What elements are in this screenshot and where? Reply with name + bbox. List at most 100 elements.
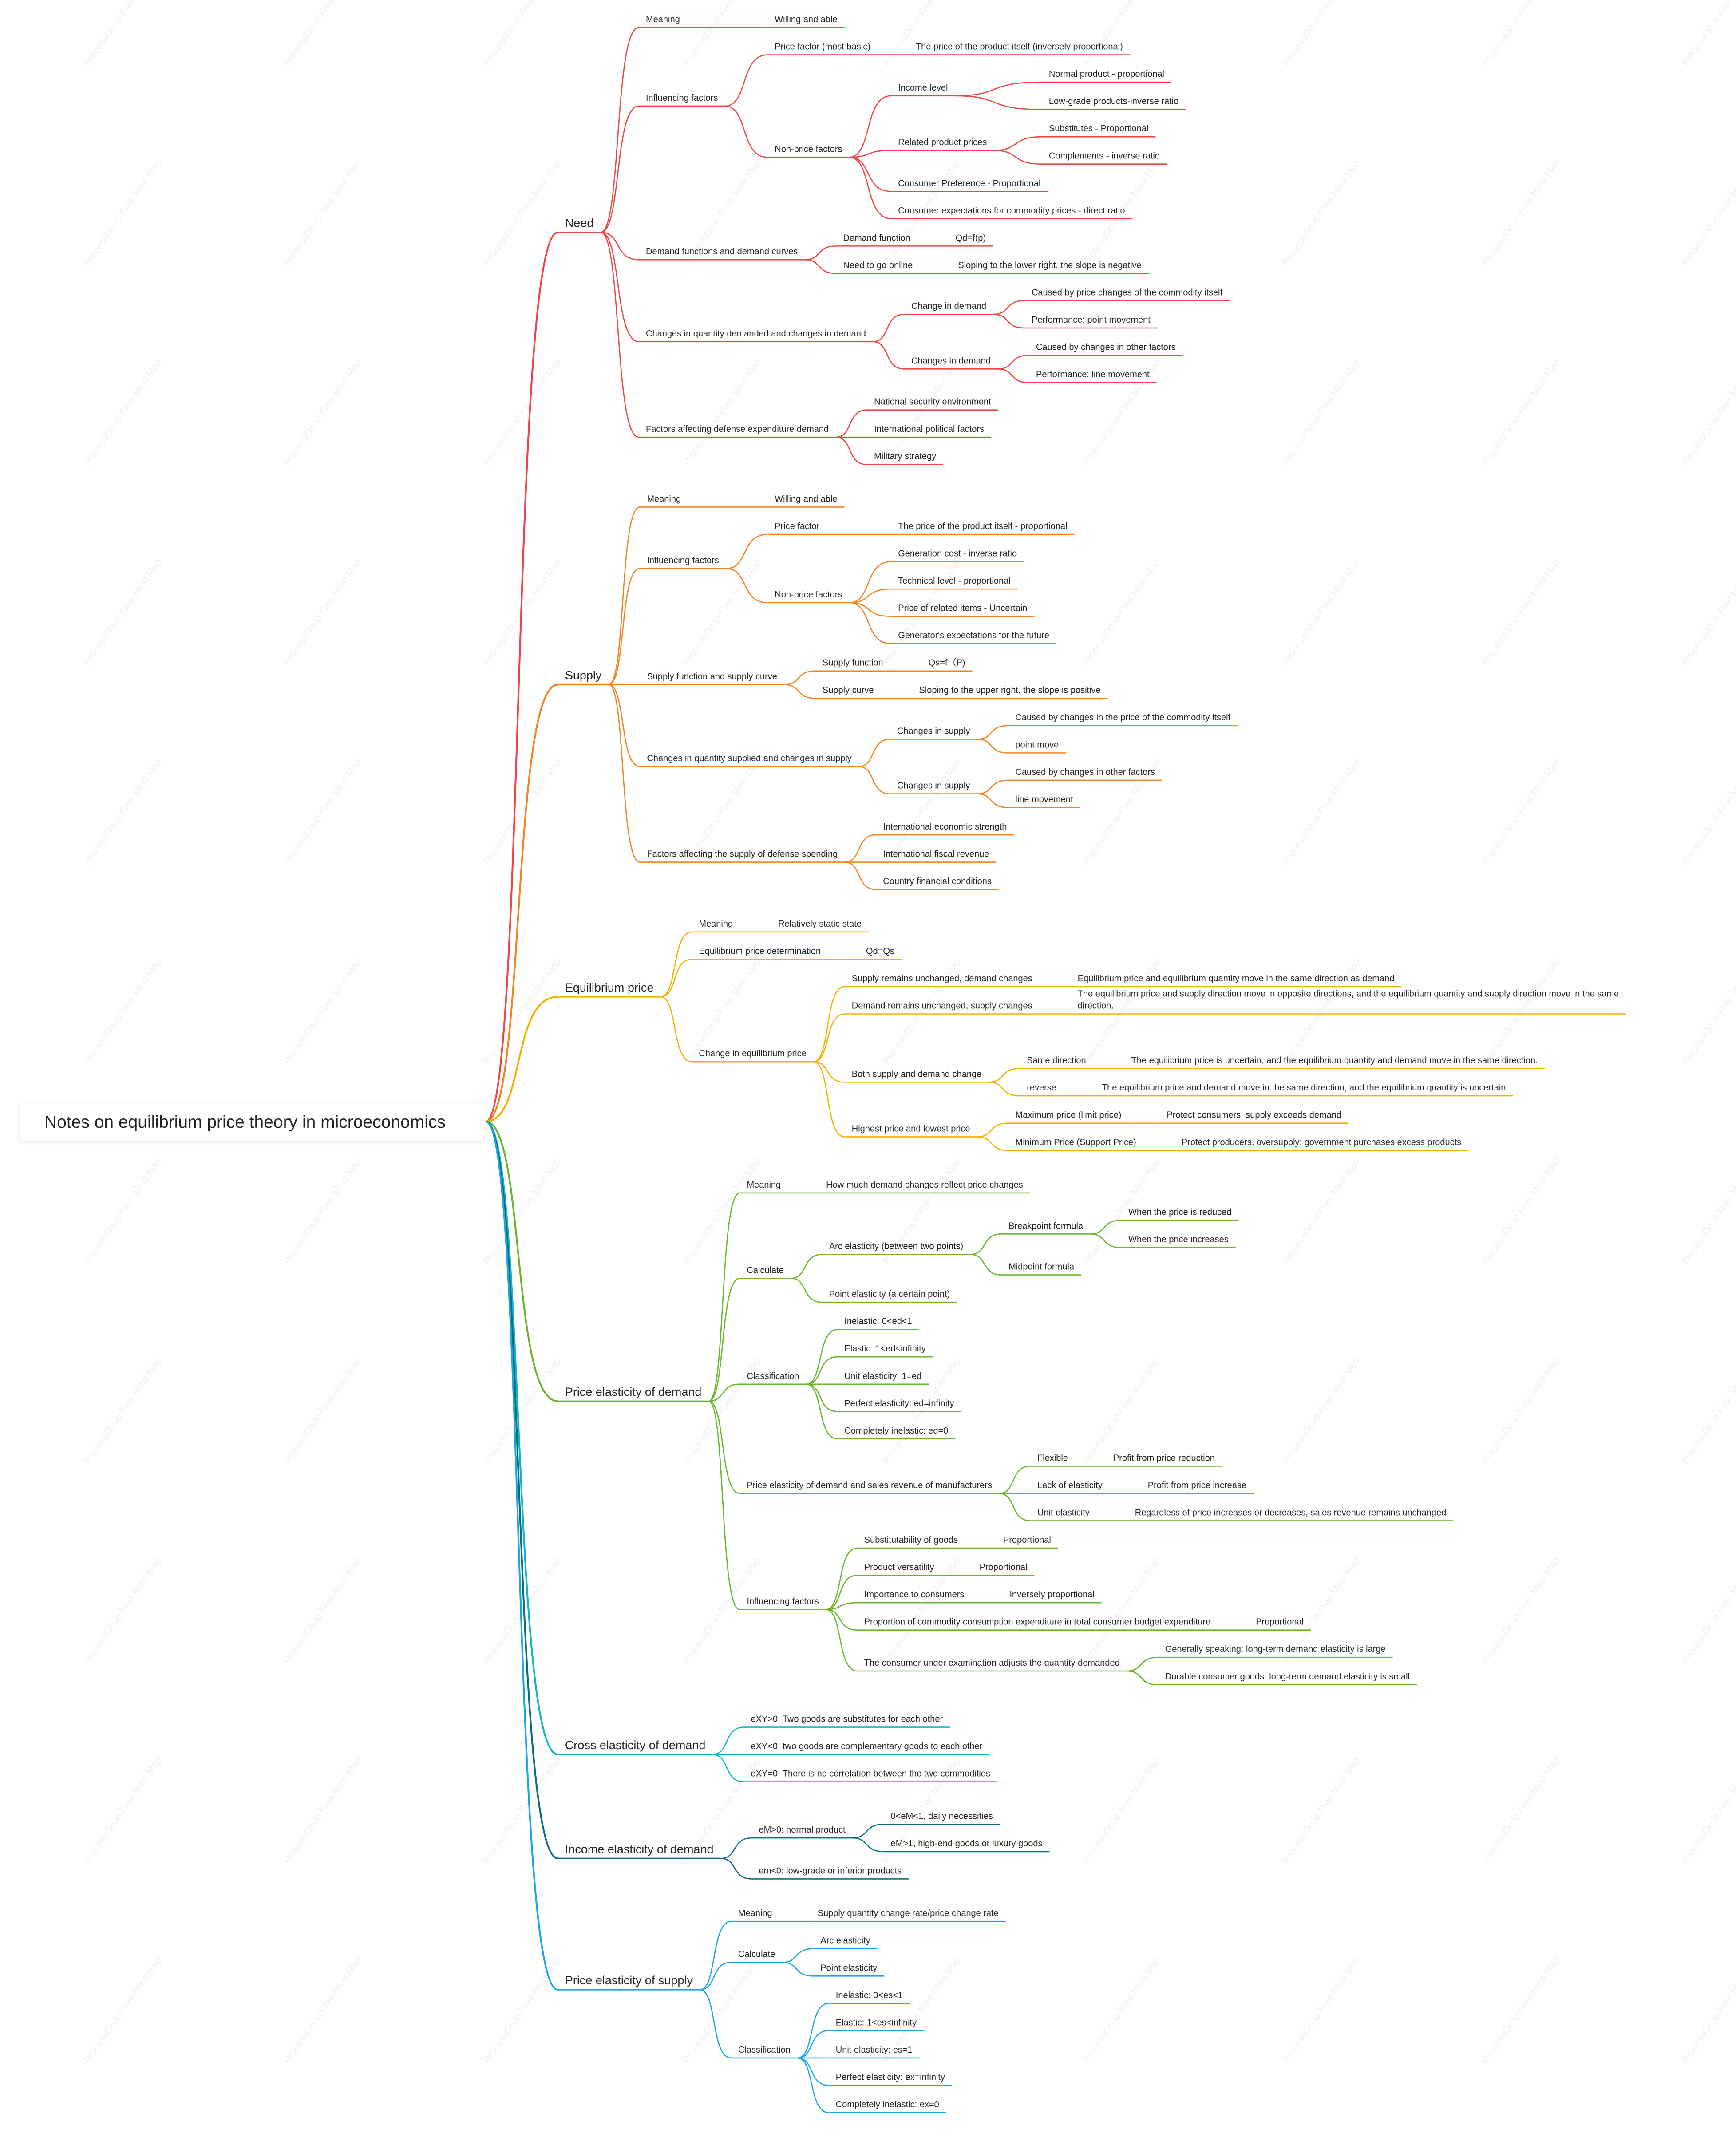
topic-node[interactable]: Qs=f（P) — [929, 658, 965, 668]
topic-node[interactable]: When the price is reduced — [1128, 1208, 1231, 1217]
topic-node[interactable]: Equilibrium price determination — [699, 946, 821, 956]
topic-node[interactable]: Point elasticity — [820, 1963, 877, 1973]
topic-node[interactable]: National security environment — [874, 397, 991, 407]
topic-node[interactable]: Country financial conditions — [883, 877, 992, 886]
topic-node[interactable]: Caused by price changes of the commodity… — [1032, 288, 1223, 297]
topic-node[interactable]: Consumer expectations for commodity pric… — [898, 206, 1125, 216]
topic-node[interactable]: Meaning — [647, 494, 681, 504]
topic-node[interactable]: Price elasticity of demand and sales rev… — [747, 1481, 992, 1490]
topic-node[interactable]: Midpoint formula — [1008, 1262, 1075, 1272]
branch-node[interactable]: Cross elasticity of demand — [565, 1738, 706, 1752]
topic-node[interactable]: Performance: line movement — [1036, 370, 1150, 379]
topic-node[interactable]: Durable consumer goods: long-term demand… — [1165, 1672, 1410, 1682]
topic-node[interactable]: em<0: low-grade or inferior products — [759, 1866, 902, 1876]
topic-node[interactable]: Lack of elasticity — [1037, 1481, 1103, 1490]
topic-node[interactable]: Generator's expectations for the future — [898, 631, 1049, 640]
topic-node[interactable]: Changes in quantity supplied and changes… — [647, 754, 851, 763]
topic-node[interactable]: Completely inelastic: ed=0 — [844, 1426, 948, 1436]
topic-node[interactable]: Meaning — [646, 15, 680, 24]
topic-node[interactable]: Generally speaking: long-term demand ela… — [1165, 1644, 1386, 1654]
topic-node[interactable]: Non-price factors — [775, 144, 842, 154]
topic-node[interactable]: Normal product - proportional — [1049, 69, 1164, 79]
topic-node[interactable]: Changes in supply — [897, 727, 970, 736]
topic-node[interactable]: Qd=Qs — [866, 946, 894, 956]
topic-node[interactable]: International economic strength — [883, 822, 1007, 832]
topic-node[interactable]: Factors affecting defense expenditure de… — [646, 424, 829, 434]
topic-node[interactable]: Breakpoint formula — [1008, 1221, 1084, 1231]
topic-node[interactable]: Completely inelastic: ex=0 — [836, 2100, 939, 2109]
topic-node[interactable]: Changes in supply — [897, 781, 970, 791]
topic-node[interactable]: eXY=0: There is no correlation between t… — [751, 1769, 990, 1779]
topic-node[interactable]: Supply function and supply curve — [647, 672, 777, 682]
topic-node[interactable]: Changes in quantity demanded and changes… — [646, 329, 866, 339]
topic-node[interactable]: Influencing factors — [646, 93, 718, 103]
topic-node[interactable]: The equilibrium price and demand move in… — [1102, 1083, 1506, 1093]
topic-node[interactable]: Product versatility — [864, 1563, 934, 1572]
topic-node[interactable]: Arc elasticity (between two points) — [829, 1241, 963, 1251]
topic-node[interactable]: Inversely proportional — [1009, 1590, 1094, 1600]
topic-node[interactable]: Technical level - proportional — [898, 576, 1010, 586]
topic-node[interactable]: Factors affecting the supply of defense … — [647, 849, 838, 859]
root-node-box[interactable] — [20, 1103, 486, 1141]
topic-node[interactable]: point move — [1015, 740, 1059, 750]
branch-node[interactable]: Income elasticity of demand — [565, 1842, 714, 1856]
topic-node[interactable]: 0<eM<1, daily necessities — [891, 1811, 993, 1821]
topic-node[interactable]: Price of related items - Uncertain — [898, 604, 1027, 613]
topic-node[interactable]: Changes in demand — [911, 356, 991, 366]
topic-node[interactable]: Generation cost - inverse ratio — [898, 549, 1017, 559]
topic-node[interactable]: Caused by changes in other factors — [1036, 343, 1176, 352]
topic-node[interactable]: International political factors — [874, 424, 984, 434]
topic-node[interactable]: Related product prices — [898, 138, 987, 147]
topic-node[interactable]: Relatively static state — [778, 919, 862, 929]
topic-node[interactable]: The price of the product itself - propor… — [898, 521, 1067, 531]
topic-node[interactable]: eXY<0: two goods are complementary goods… — [751, 1742, 982, 1751]
branch-node[interactable]: Price elasticity of demand — [565, 1385, 702, 1398]
topic-node[interactable]: Elastic: 1<ed<infinity — [844, 1344, 925, 1354]
topic-node[interactable]: Same direction — [1027, 1056, 1086, 1066]
branch-node[interactable]: Price elasticity of supply — [565, 1974, 693, 1987]
topic-node[interactable]: Arc elasticity — [820, 1936, 870, 1946]
topic-node[interactable]: Meaning — [738, 1908, 772, 1918]
topic-node[interactable]: Caused by changes in other factors — [1015, 767, 1155, 777]
topic-node[interactable]: eM>0: normal product — [759, 1825, 846, 1835]
topic-node[interactable]: Regardless of price increases or decreas… — [1135, 1508, 1447, 1518]
topic-node[interactable]: Caused by changes in the price of the co… — [1015, 713, 1230, 723]
topic-node[interactable]: Supply curve — [823, 685, 874, 695]
topic-node[interactable]: The equilibrium price is uncertain, and … — [1131, 1056, 1538, 1066]
topic-node[interactable]: Calculate — [747, 1265, 783, 1275]
topic-node[interactable]: Substitutability of goods — [864, 1535, 958, 1545]
topic-node[interactable]: Willing and able — [775, 494, 837, 504]
topic-node[interactable]: Supply remains unchanged, demand changes — [852, 974, 1032, 984]
topic-node[interactable]: Consumer Preference - Proportional — [898, 178, 1040, 188]
topic-node[interactable]: The equilibrium price and supply directi… — [1078, 989, 1619, 1011]
topic-node[interactable]: Classification — [738, 2045, 791, 2055]
topic-node[interactable]: Non-price factors — [775, 590, 842, 600]
topic-node[interactable]: Highest price and lowest price — [852, 1124, 970, 1134]
topic-node[interactable]: Importance to consumers — [864, 1590, 965, 1600]
topic-node[interactable]: Minimum Price (Support Price) — [1016, 1138, 1136, 1147]
topic-node[interactable]: Military strategy — [874, 452, 936, 462]
branch-node[interactable]: Need — [565, 217, 594, 230]
topic-node[interactable]: Change in demand — [911, 301, 986, 311]
topic-node[interactable]: Influencing factors — [647, 556, 719, 565]
topic-node[interactable]: Demand function — [843, 233, 910, 243]
topic-node[interactable]: Proportional — [980, 1563, 1028, 1572]
topic-node[interactable]: reverse — [1027, 1083, 1056, 1093]
topic-node[interactable]: Price factor — [775, 521, 819, 531]
topic-node[interactable]: Unit elasticity — [1037, 1508, 1090, 1518]
topic-node[interactable]: Need to go online — [843, 261, 913, 270]
topic-node[interactable]: Unit elasticity: 1=ed — [844, 1371, 921, 1381]
topic-node[interactable]: Substitutes - Proportional — [1049, 124, 1149, 134]
topic-node[interactable]: Proportion of commodity consumption expe… — [864, 1617, 1210, 1627]
topic-node[interactable]: Income level — [898, 83, 948, 93]
topic-node[interactable]: Perfect elasticity: ex=infinity — [836, 2072, 945, 2082]
topic-node[interactable]: Performance: point movement — [1032, 315, 1151, 325]
topic-node[interactable]: Sloping to the upper right, the slope is… — [919, 685, 1101, 695]
topic-node[interactable]: Supply function — [823, 658, 883, 668]
topic-node[interactable]: Demand functions and demand curves — [646, 247, 798, 257]
topic-node[interactable]: Point elasticity (a certain point) — [829, 1289, 950, 1299]
topic-node[interactable]: Perfect elasticity: ed=infinity — [844, 1398, 954, 1408]
topic-node[interactable]: Equilibrium price and equilibrium quanti… — [1078, 974, 1395, 984]
topic-node[interactable]: International fiscal revenue — [883, 849, 989, 859]
topic-node[interactable]: Meaning — [699, 919, 733, 929]
